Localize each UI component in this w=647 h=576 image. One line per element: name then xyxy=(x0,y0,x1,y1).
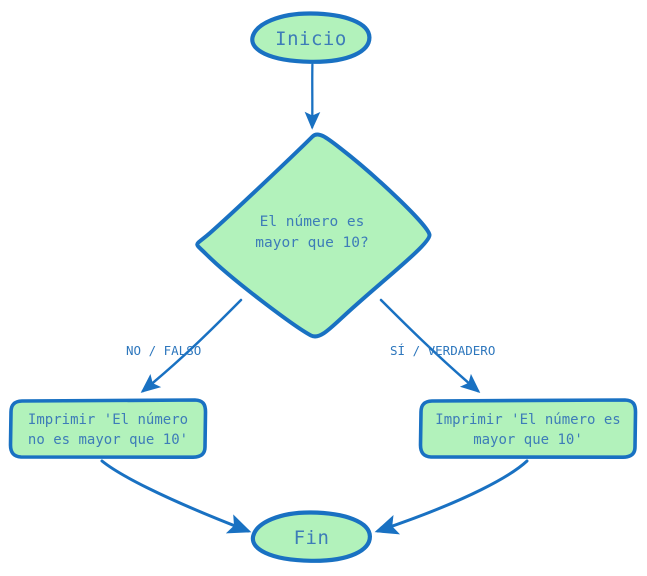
edge-no-fin xyxy=(100,459,252,534)
decision-shape xyxy=(195,132,432,339)
edge-si-fin xyxy=(374,459,529,535)
node-decision[interactable] xyxy=(195,132,432,339)
fin-shape xyxy=(250,510,373,563)
node-proceso-si[interactable] xyxy=(418,398,638,459)
proceso-no-shape xyxy=(8,398,208,459)
proceso-si-shape xyxy=(418,398,638,459)
edge-decision-si xyxy=(379,298,481,393)
node-fin[interactable] xyxy=(250,510,373,563)
edge-label-si-verdadero: SÍ / VERDADERO xyxy=(390,343,496,358)
node-inicio[interactable] xyxy=(250,11,372,64)
node-proceso-no[interactable] xyxy=(8,398,208,459)
edge-decision-no xyxy=(140,298,243,393)
inicio-shape xyxy=(250,11,372,64)
edge-label-no-falso: NO / FALSO xyxy=(126,343,202,358)
